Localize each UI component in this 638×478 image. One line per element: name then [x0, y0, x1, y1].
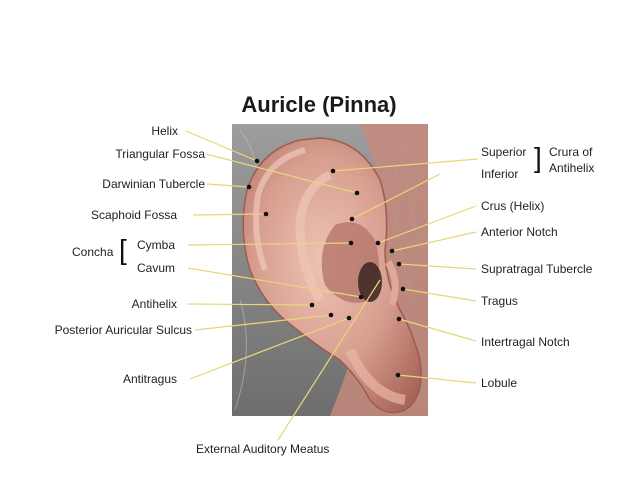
label-triangular-fossa: Triangular Fossa [115, 147, 205, 161]
label-inferior: Inferior [481, 167, 519, 181]
label-helix: Helix [151, 124, 178, 138]
label-antitragus: Antitragus [122, 372, 177, 386]
label-darwinian-tubercle: Darwinian Tubercle [102, 177, 205, 191]
label-cavum: Cavum [137, 261, 176, 275]
label-antihelix-left: Antihelix [131, 297, 177, 311]
point-scaphoid-fossa [263, 211, 269, 217]
leader-inferior [351, 173, 441, 220]
label-posterior-auricular-sulcus: Posterior Auricular Sulcus [54, 323, 192, 337]
point-inferior [349, 216, 355, 222]
leader-crus-helix [377, 205, 477, 244]
point-crus-helix [375, 240, 381, 246]
leader-supratragal-tubercle [398, 263, 477, 270]
leader-antitragus [189, 317, 350, 380]
concha-bracket: [ [119, 234, 127, 265]
point-superior [330, 168, 336, 174]
label-concha: Concha [72, 245, 114, 259]
leader-anterior-notch [391, 231, 477, 252]
leader-tragus [402, 288, 477, 302]
point-antitragus [346, 315, 352, 321]
point-posterior-auricular-sulcus [328, 312, 334, 318]
label-anterior-notch: Anterior Notch [481, 225, 558, 239]
label-scaphoid-fossa: Scaphoid Fossa [90, 208, 177, 222]
leader-intertragal-notch [398, 318, 477, 342]
page-title: Auricle (Pinna) [241, 92, 397, 117]
leader-antihelix-left [186, 303, 313, 306]
label-crura-of: Crura of [549, 145, 593, 159]
point-lobule [395, 372, 401, 378]
point-tragus [400, 286, 406, 292]
leader-scaphoid-fossa [192, 213, 267, 216]
point-supratragal-tubercle [396, 261, 402, 267]
label-supratragal-tubercle: Supratragal Tubercle [481, 262, 593, 276]
point-cymba [348, 240, 354, 246]
leader-lobule [397, 374, 477, 384]
label-intertragal-notch: Intertragal Notch [481, 335, 570, 349]
label-superior: Superior [481, 145, 527, 159]
leader-darwinian-tubercle [206, 183, 250, 188]
leader-superior [332, 158, 479, 172]
label-tragus: Tragus [481, 294, 518, 308]
leader-posterior-auricular-sulcus [194, 314, 332, 331]
ear-canal [358, 262, 382, 302]
leader-helix [185, 130, 258, 162]
leader-triangular-fossa [205, 153, 358, 194]
point-triangular-fossa [354, 190, 360, 196]
leader-external-auditory-meatus [277, 279, 381, 441]
point-intertragal-notch [396, 316, 402, 322]
leader-cavum [187, 267, 362, 298]
crura-bracket: ] [534, 142, 542, 173]
leader-cymba [187, 242, 352, 246]
point-antihelix [309, 302, 315, 308]
label-crus-helix: Crus (Helix) [481, 199, 545, 213]
label-cymba: Cymba [137, 238, 176, 252]
point-darwinian-tubercle [246, 184, 252, 190]
point-cavum [358, 294, 364, 300]
label-crura-antihelix: Antihelix [549, 161, 595, 175]
label-external-auditory-meatus: External Auditory Meatus [196, 442, 330, 456]
point-anterior-notch [389, 248, 395, 254]
point-helix [254, 158, 260, 164]
label-lobule: Lobule [481, 376, 518, 390]
